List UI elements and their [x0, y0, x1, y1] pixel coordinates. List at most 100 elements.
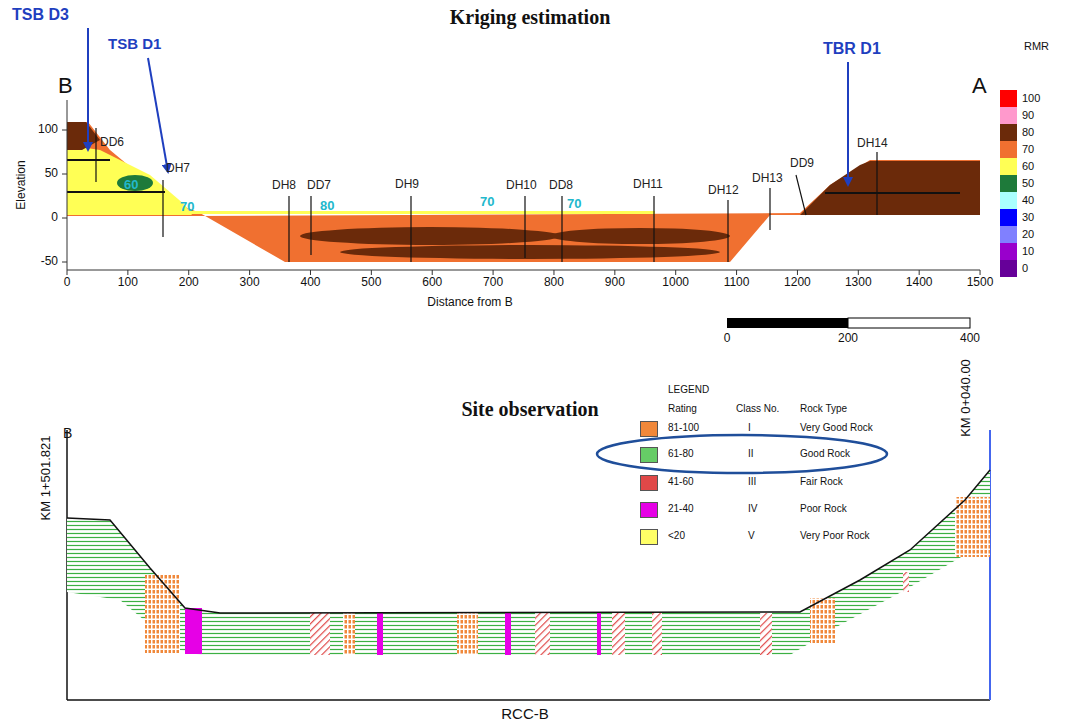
axis-label: 300: [240, 276, 260, 289]
contour-label: 80: [320, 199, 334, 213]
axis-label: 0: [51, 211, 58, 224]
scale-label: 0: [724, 332, 731, 345]
legend-cell: Rating: [668, 403, 697, 414]
legend-cell: 41-60: [668, 476, 694, 487]
legend-swatch: [640, 502, 658, 518]
contour-label: 70: [480, 195, 494, 209]
axis-label: 1200: [784, 276, 811, 289]
legend-cell: Class No.: [736, 403, 779, 414]
borehole-label: DH10: [506, 179, 537, 192]
legend-cell: II: [748, 448, 754, 459]
legend-swatch: [640, 529, 658, 545]
borehole-label: DD8: [549, 179, 573, 192]
colorbar-label: 90: [1022, 109, 1034, 121]
axis-label: 1300: [845, 276, 872, 289]
legend-text: Fair Rock: [800, 476, 843, 487]
axis-label: RMR: [1024, 40, 1049, 52]
colorbar-label: 70: [1022, 143, 1034, 155]
legend-swatch: [1000, 243, 1017, 260]
colorbar-label: 80: [1022, 126, 1034, 138]
contour-label: 70: [180, 200, 194, 214]
legend-text: Poor Rock: [800, 503, 847, 514]
legend-text: Very Poor Rock: [800, 530, 869, 541]
legend-cell: <20: [668, 530, 685, 541]
axis-label: 900: [605, 276, 625, 289]
scale-label: 400: [960, 332, 980, 345]
colorbar-label: 60: [1022, 160, 1034, 172]
axis-label: 800: [544, 276, 564, 289]
colorbar-label: 10: [1022, 245, 1034, 257]
chainage-label: KM 0+040.00: [959, 359, 973, 437]
axis-label: 0: [64, 276, 71, 289]
colorbar-label: 40: [1022, 194, 1034, 206]
borehole-label: DD7: [307, 179, 331, 192]
section-marker: TSB D3: [12, 6, 69, 24]
legend-cell: I: [748, 422, 751, 433]
legend-cell: V: [748, 530, 755, 541]
axis-label: Elevation: [15, 160, 28, 209]
borehole-label: DD6: [100, 136, 124, 149]
axis-label: 500: [361, 276, 381, 289]
colorbar-label: 50: [1022, 177, 1034, 189]
section-end: B: [58, 74, 73, 98]
section-marker: TBR D1: [823, 40, 881, 58]
colorbar-label: 30: [1022, 211, 1034, 223]
legend-swatch: [1000, 141, 1017, 158]
legend-cell: 81-100: [668, 422, 699, 433]
legend-swatch: [1000, 175, 1017, 192]
borehole-label: DH7: [166, 162, 190, 175]
axis-label: 600: [422, 276, 442, 289]
legend-cell: III: [748, 476, 756, 487]
axis-label: 100: [38, 123, 58, 136]
legend-swatch: [1000, 107, 1017, 124]
borehole-label: DH14: [857, 137, 888, 150]
legend-swatch: [640, 421, 658, 437]
section-marker: TSB D1: [108, 36, 161, 53]
legend-swatch: [1000, 260, 1017, 277]
axis-label: 100: [118, 276, 138, 289]
legend-swatch: [640, 447, 658, 463]
colorbar-label: 100: [1022, 92, 1040, 104]
borehole-label: DH13: [752, 172, 783, 185]
legend-cell: IV: [748, 503, 757, 514]
legend-swatch: [1000, 158, 1017, 175]
legend-cell: LEGEND: [668, 384, 709, 395]
borehole-label: DD9: [790, 157, 814, 170]
section-end: A: [972, 74, 987, 98]
legend-cell: 61-80: [668, 448, 694, 459]
borehole-label: DH8: [272, 179, 296, 192]
legend-text: Very Good Rock: [800, 422, 873, 433]
colorbar-label: 0: [1022, 262, 1028, 274]
axis-label: Distance from B: [427, 296, 512, 309]
axis-label: -50: [41, 255, 58, 268]
legend-swatch: [1000, 209, 1017, 226]
legend-cell: Rock Type: [800, 403, 847, 414]
legend-swatch: [1000, 124, 1017, 141]
legend-text: Good Rock: [800, 448, 850, 459]
borehole-label: DH12: [708, 184, 739, 197]
section-name: RCC-B: [501, 706, 549, 723]
axis-label: 50: [45, 167, 58, 180]
legend-swatch: [1000, 90, 1017, 107]
axis-label: 1500: [967, 276, 994, 289]
axis-label: 400: [300, 276, 320, 289]
chainage-label: KM 1+501.821: [39, 436, 53, 521]
colorbar-label: 20: [1022, 228, 1034, 240]
axis-label: 1400: [906, 276, 933, 289]
axis-label: 1100: [724, 276, 750, 289]
axis-label: 700: [483, 276, 503, 289]
contour-label: 70: [567, 197, 581, 211]
axis-label: 1000: [662, 276, 689, 289]
panel-title: Kriging estimation: [450, 6, 611, 28]
panel-title: Site observation: [461, 398, 598, 420]
scale-label: 200: [838, 332, 858, 345]
contour-label: 60: [124, 178, 138, 192]
legend-swatch: [1000, 226, 1017, 243]
borehole-label: DH9: [395, 178, 419, 191]
legend-cell: 21-40: [668, 503, 694, 514]
legend-swatch: [640, 475, 658, 491]
legend-swatch: [1000, 192, 1017, 209]
borehole-label: DH11: [633, 178, 663, 191]
section-end: B: [63, 426, 72, 441]
